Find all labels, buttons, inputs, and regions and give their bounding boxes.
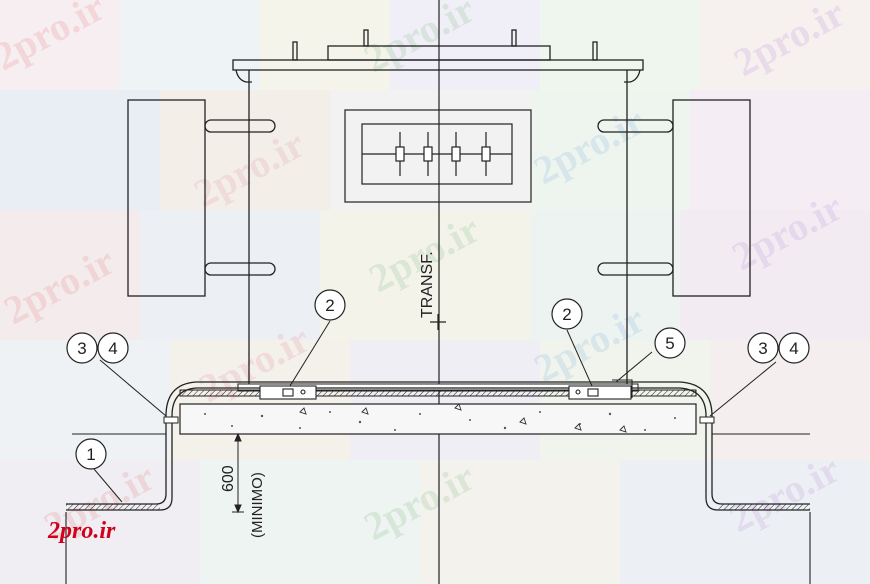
- brand-logo: 2pro.ir: [48, 518, 116, 544]
- callout-leaders: [93, 320, 777, 503]
- dimension-note: (MINIMO): [249, 472, 266, 538]
- radiator-right: [597, 99, 751, 297]
- callout-1: 1: [86, 445, 95, 464]
- ground-level: [65, 433, 811, 584]
- callout-3-right: 3: [758, 339, 767, 358]
- callout-4-right: 4: [789, 339, 798, 358]
- callout-5: 5: [665, 334, 674, 353]
- terminal-box: [344, 109, 532, 203]
- connector-right: [568, 379, 633, 400]
- center-line: [430, 0, 446, 584]
- dimension-600: [232, 432, 244, 514]
- callout-2-right: 2: [562, 305, 571, 324]
- grounding-cable: [66, 387, 810, 511]
- callout-4-left: 4: [108, 339, 117, 358]
- radiator-left: [127, 99, 276, 297]
- callout-3-left: 3: [77, 339, 86, 358]
- callout-2-left: 2: [325, 296, 334, 315]
- anchor-bolts: [163, 416, 715, 424]
- concrete-slab: [179, 403, 697, 435]
- callout-bubbles: [66, 289, 810, 470]
- centerline-label: TRANSF.: [419, 251, 436, 318]
- transformer-tank: [232, 29, 644, 384]
- dimension-value: 600: [220, 465, 237, 492]
- connector-left: [259, 385, 317, 400]
